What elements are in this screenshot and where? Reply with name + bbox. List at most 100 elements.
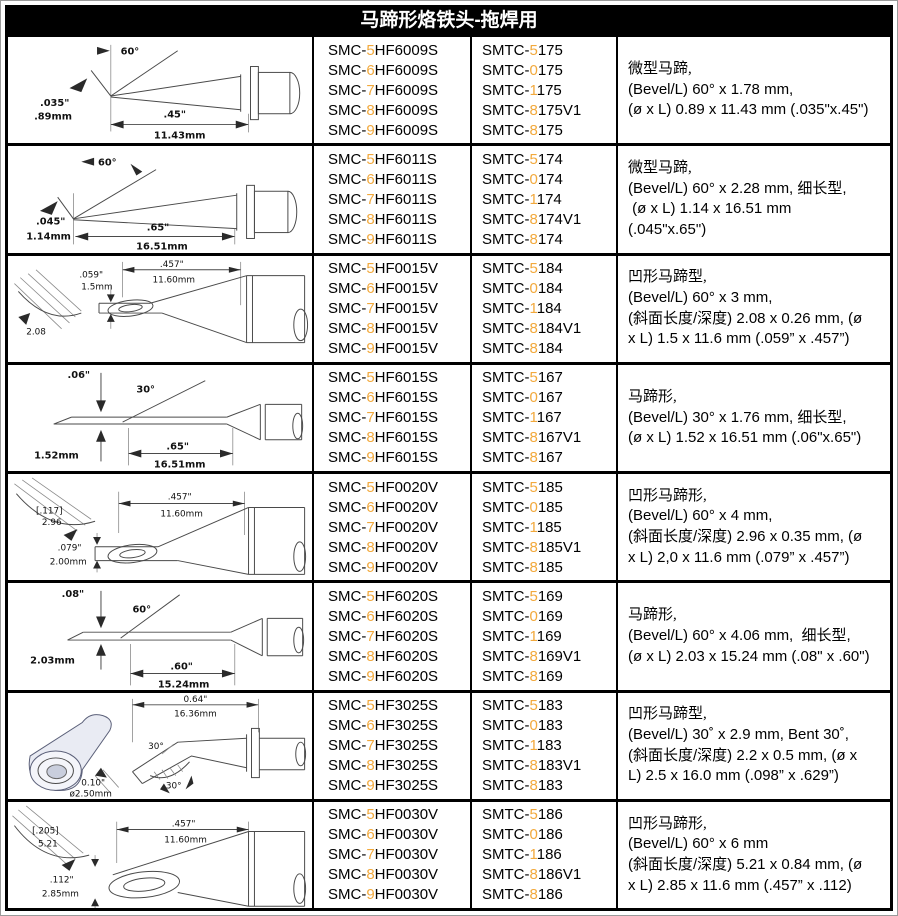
- part-number: SMC-9HF6011S: [328, 230, 437, 248]
- part-number: SMTC-5185: [482, 478, 563, 496]
- dim-label: 1.14mm: [26, 232, 71, 243]
- description-line: 凹形马蹄形,: [628, 487, 707, 504]
- part-number: SMC-5HF6015S: [328, 369, 439, 387]
- part-number: SMC-6HF3025S: [328, 717, 439, 735]
- description-line: (Bevel/L) 60° x 3 mm,: [628, 288, 773, 306]
- part-number: SMTC-5174: [482, 150, 563, 168]
- part-number: SMC-9HF0020V: [328, 558, 439, 576]
- description: 微型马蹄,(Bevel/L) 60° x 1.78 mm,(ø x L) 0.8…: [618, 37, 890, 143]
- part-number: SMC-7HF0020V: [328, 518, 439, 536]
- part-number: SMTC-0186: [482, 826, 563, 844]
- technical-drawing-icon: .06" 30° 1.52mm: [34, 370, 304, 470]
- tip-drawing-bevel30-slim: .06" 30° 1.52mm: [8, 364, 314, 471]
- part-number: SMTC-8186: [482, 886, 563, 904]
- tip-drawing-bevel60-short: 60° .035" .89mm .45" 11.43mm: [8, 37, 314, 144]
- part-number: SMTC-1174: [482, 190, 562, 208]
- description-line: (Bevel/L) 60° x 1.78 mm,: [628, 80, 794, 98]
- part-number: SMC-6HF0030V: [328, 826, 439, 844]
- description-line: 马蹄形,: [628, 388, 677, 405]
- part-number: SMC-6HF0020V: [328, 498, 439, 516]
- dim-label: .457": [172, 819, 196, 829]
- description-line: (ø x L) 1.52 x 16.51 mm (.06"x.65"): [628, 429, 862, 447]
- part-number: SMTC-8175: [482, 121, 563, 139]
- dim-label: .08": [62, 589, 85, 600]
- table-row: .06" 30° 1.52mm: [8, 361, 890, 471]
- part-number: SMC-9HF6015S: [328, 449, 439, 467]
- dim-label: .65": [147, 223, 170, 234]
- part-number: SMC-5HF0020V: [328, 478, 439, 496]
- dim-label: .079": [58, 544, 82, 554]
- dim-label: 5.21: [38, 839, 58, 849]
- tip-drawing-concave-medium: [.117] 2.96 .457" 11.60mm .079" 2.00mm: [8, 474, 314, 581]
- description-line: 微型马蹄,: [628, 160, 692, 176]
- dim-label: 60°: [121, 47, 140, 58]
- table-row: [.205] 5.21 .457" 11.60mm .112" 2.85mm: [8, 798, 890, 908]
- part-number: SMTC-8175V1: [482, 101, 582, 119]
- part-number: SMTC-0184: [482, 280, 563, 298]
- part-number: SMC-8HF6020S: [328, 647, 439, 665]
- part-number: SMTC-5175: [482, 41, 563, 59]
- part-number: SMC-8HF6015S: [328, 429, 439, 447]
- tip-drawing-concave-large: [.205] 5.21 .457" 11.60mm .112" 2.85mm: [8, 801, 314, 908]
- part-number: SMTC-8185: [482, 558, 563, 576]
- description: 凹形马蹄形,(Bevel/L) 60° x 4 mm,(斜面长度/深度) 2.9…: [618, 474, 890, 580]
- part-number: SMTC-8174: [482, 230, 563, 248]
- part-number: SMTC-8184: [482, 340, 563, 358]
- part-number: SMTC-1183: [482, 737, 562, 755]
- part-number: SMC-8HF0020V: [328, 538, 439, 556]
- description-line: (斜面长度/深度) 2.2 x 0.5 mm, (ø x: [628, 746, 858, 764]
- part-number: SMC-5HF0030V: [328, 806, 439, 824]
- dim-label: 2.03mm: [30, 656, 75, 667]
- part-number: SMC-7HF6020S: [328, 627, 439, 645]
- dim-label: 2.08: [26, 327, 46, 337]
- part-number: SMTC-1169: [482, 627, 562, 645]
- tip-drawing-concave-small: .457" 11.60mm .059" 1.5mm: [8, 255, 314, 362]
- dim-label: 11.60mm: [164, 835, 207, 845]
- part-number: SMTC-1185: [482, 518, 562, 536]
- table-row: 0.64" 16.36mm 30° 30°: [8, 689, 890, 799]
- page-title: 马蹄形烙铁头-拖焊用: [8, 8, 890, 34]
- part-number: SMTC-1186: [482, 846, 562, 864]
- dim-label: 0.64": [184, 694, 208, 704]
- description-line: (Bevel/L) 60° x 2.28 mm, 细长型,: [628, 179, 847, 197]
- technical-drawing-icon: [.205] 5.21 .457" 11.60mm .112" 2.85mm: [12, 805, 307, 908]
- part-number: SMTC-8185V1: [482, 538, 582, 556]
- dim-label: 1.5mm: [81, 282, 112, 292]
- dim-label: .06": [68, 370, 91, 381]
- part-number: SMTC-8186V1: [482, 866, 582, 884]
- part-number: SMTC-8169V1: [482, 647, 582, 665]
- dim-label: 2.96: [42, 518, 62, 528]
- part-number: SMTC-0167: [482, 389, 563, 407]
- technical-drawing-icon: 60° .035" .89mm .45" 11.43mm: [34, 44, 301, 141]
- part-number: SMC-8HF6009S: [328, 101, 439, 119]
- dim-label: 1.52mm: [34, 450, 79, 461]
- part-number: SMC-9HF6009S: [328, 121, 439, 139]
- description: 微型马蹄,(Bevel/L) 60° x 2.28 mm, 细长型, (ø x …: [618, 146, 890, 252]
- table-row: [.117] 2.96 .457" 11.60mm .079" 2.00mm: [8, 471, 890, 581]
- dim-label: .035": [40, 98, 69, 109]
- part-number: SMTC-0174: [482, 170, 563, 188]
- technical-drawing-icon: [.117] 2.96 .457" 11.60mm .079" 2.00mm: [14, 477, 307, 575]
- part-number: SMC-9HF0015V: [328, 340, 439, 358]
- part-number: SMTC-1175: [482, 81, 562, 99]
- description-line: 凹形马蹄型,: [628, 706, 707, 723]
- description-line: x L) 1.5 x 11.6 mm (.059” x .457”): [628, 330, 850, 348]
- part-number: SMC-7HF6011S: [328, 190, 437, 208]
- tip-table: 马蹄形烙铁头-拖焊用 60° .035" .89mm: [5, 5, 893, 911]
- part-number: SMTC-8183: [482, 777, 563, 795]
- description-line: (ø x L) 0.89 x 11.43 mm (.035"x.45"): [628, 101, 869, 119]
- part-number: SMC-9HF0030V: [328, 886, 439, 904]
- part-number: SMTC-8167: [482, 449, 563, 467]
- part-number: SMC-6HF0015V: [328, 280, 439, 298]
- part-number: SMTC-5167: [482, 369, 563, 387]
- dim-label: .45": [163, 110, 186, 121]
- description-line: x L) 2,0 x 11.6 mm (.079” x .457”): [628, 548, 850, 566]
- part-number: SMC-8HF3025S: [328, 757, 439, 775]
- part-number: SMC-7HF0030V: [328, 846, 439, 864]
